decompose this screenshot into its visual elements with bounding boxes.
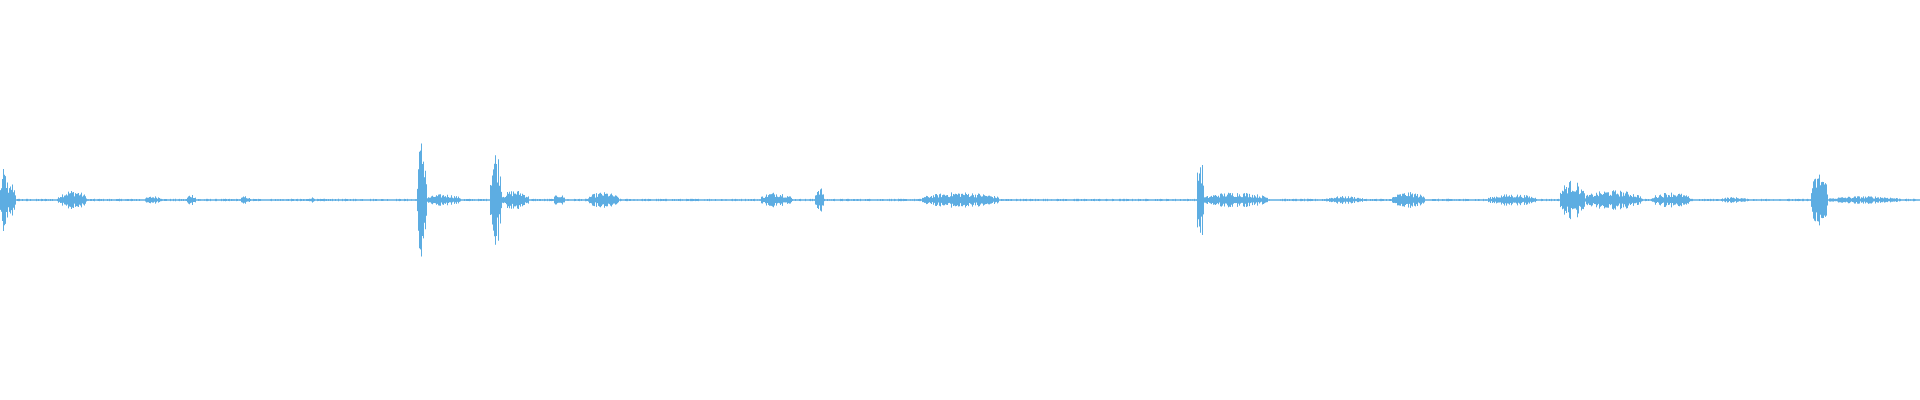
waveform-bars [0, 143, 1920, 257]
